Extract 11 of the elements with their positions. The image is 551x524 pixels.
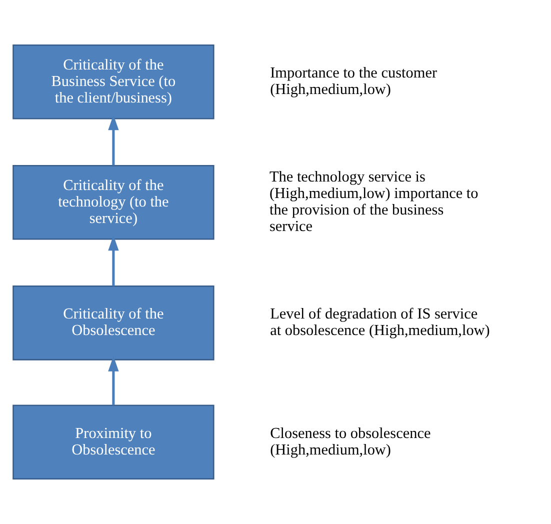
node-box: Criticality of the technology (to the service): [12, 164, 214, 240]
node-box: Criticality of the Business Service (to the client/business): [12, 44, 214, 120]
node-box: Proximity to Obsolescence: [12, 404, 214, 480]
node-label: The technology service is (High,medium,low) importance to the provision of the business service: [269, 168, 478, 236]
node-label: Closeness to obsolescence (High,medium,low): [270, 424, 431, 458]
arrow: [108, 114, 119, 166]
node-label: Level of degradation of IS service at obsolescence (High,medium,low): [270, 306, 490, 340]
arrow: [108, 235, 119, 286]
node-label: Importance to the customer (High,medium,low): [270, 64, 438, 98]
node-box: Criticality of the Obsolescence: [12, 285, 214, 360]
arrow: [108, 356, 119, 406]
